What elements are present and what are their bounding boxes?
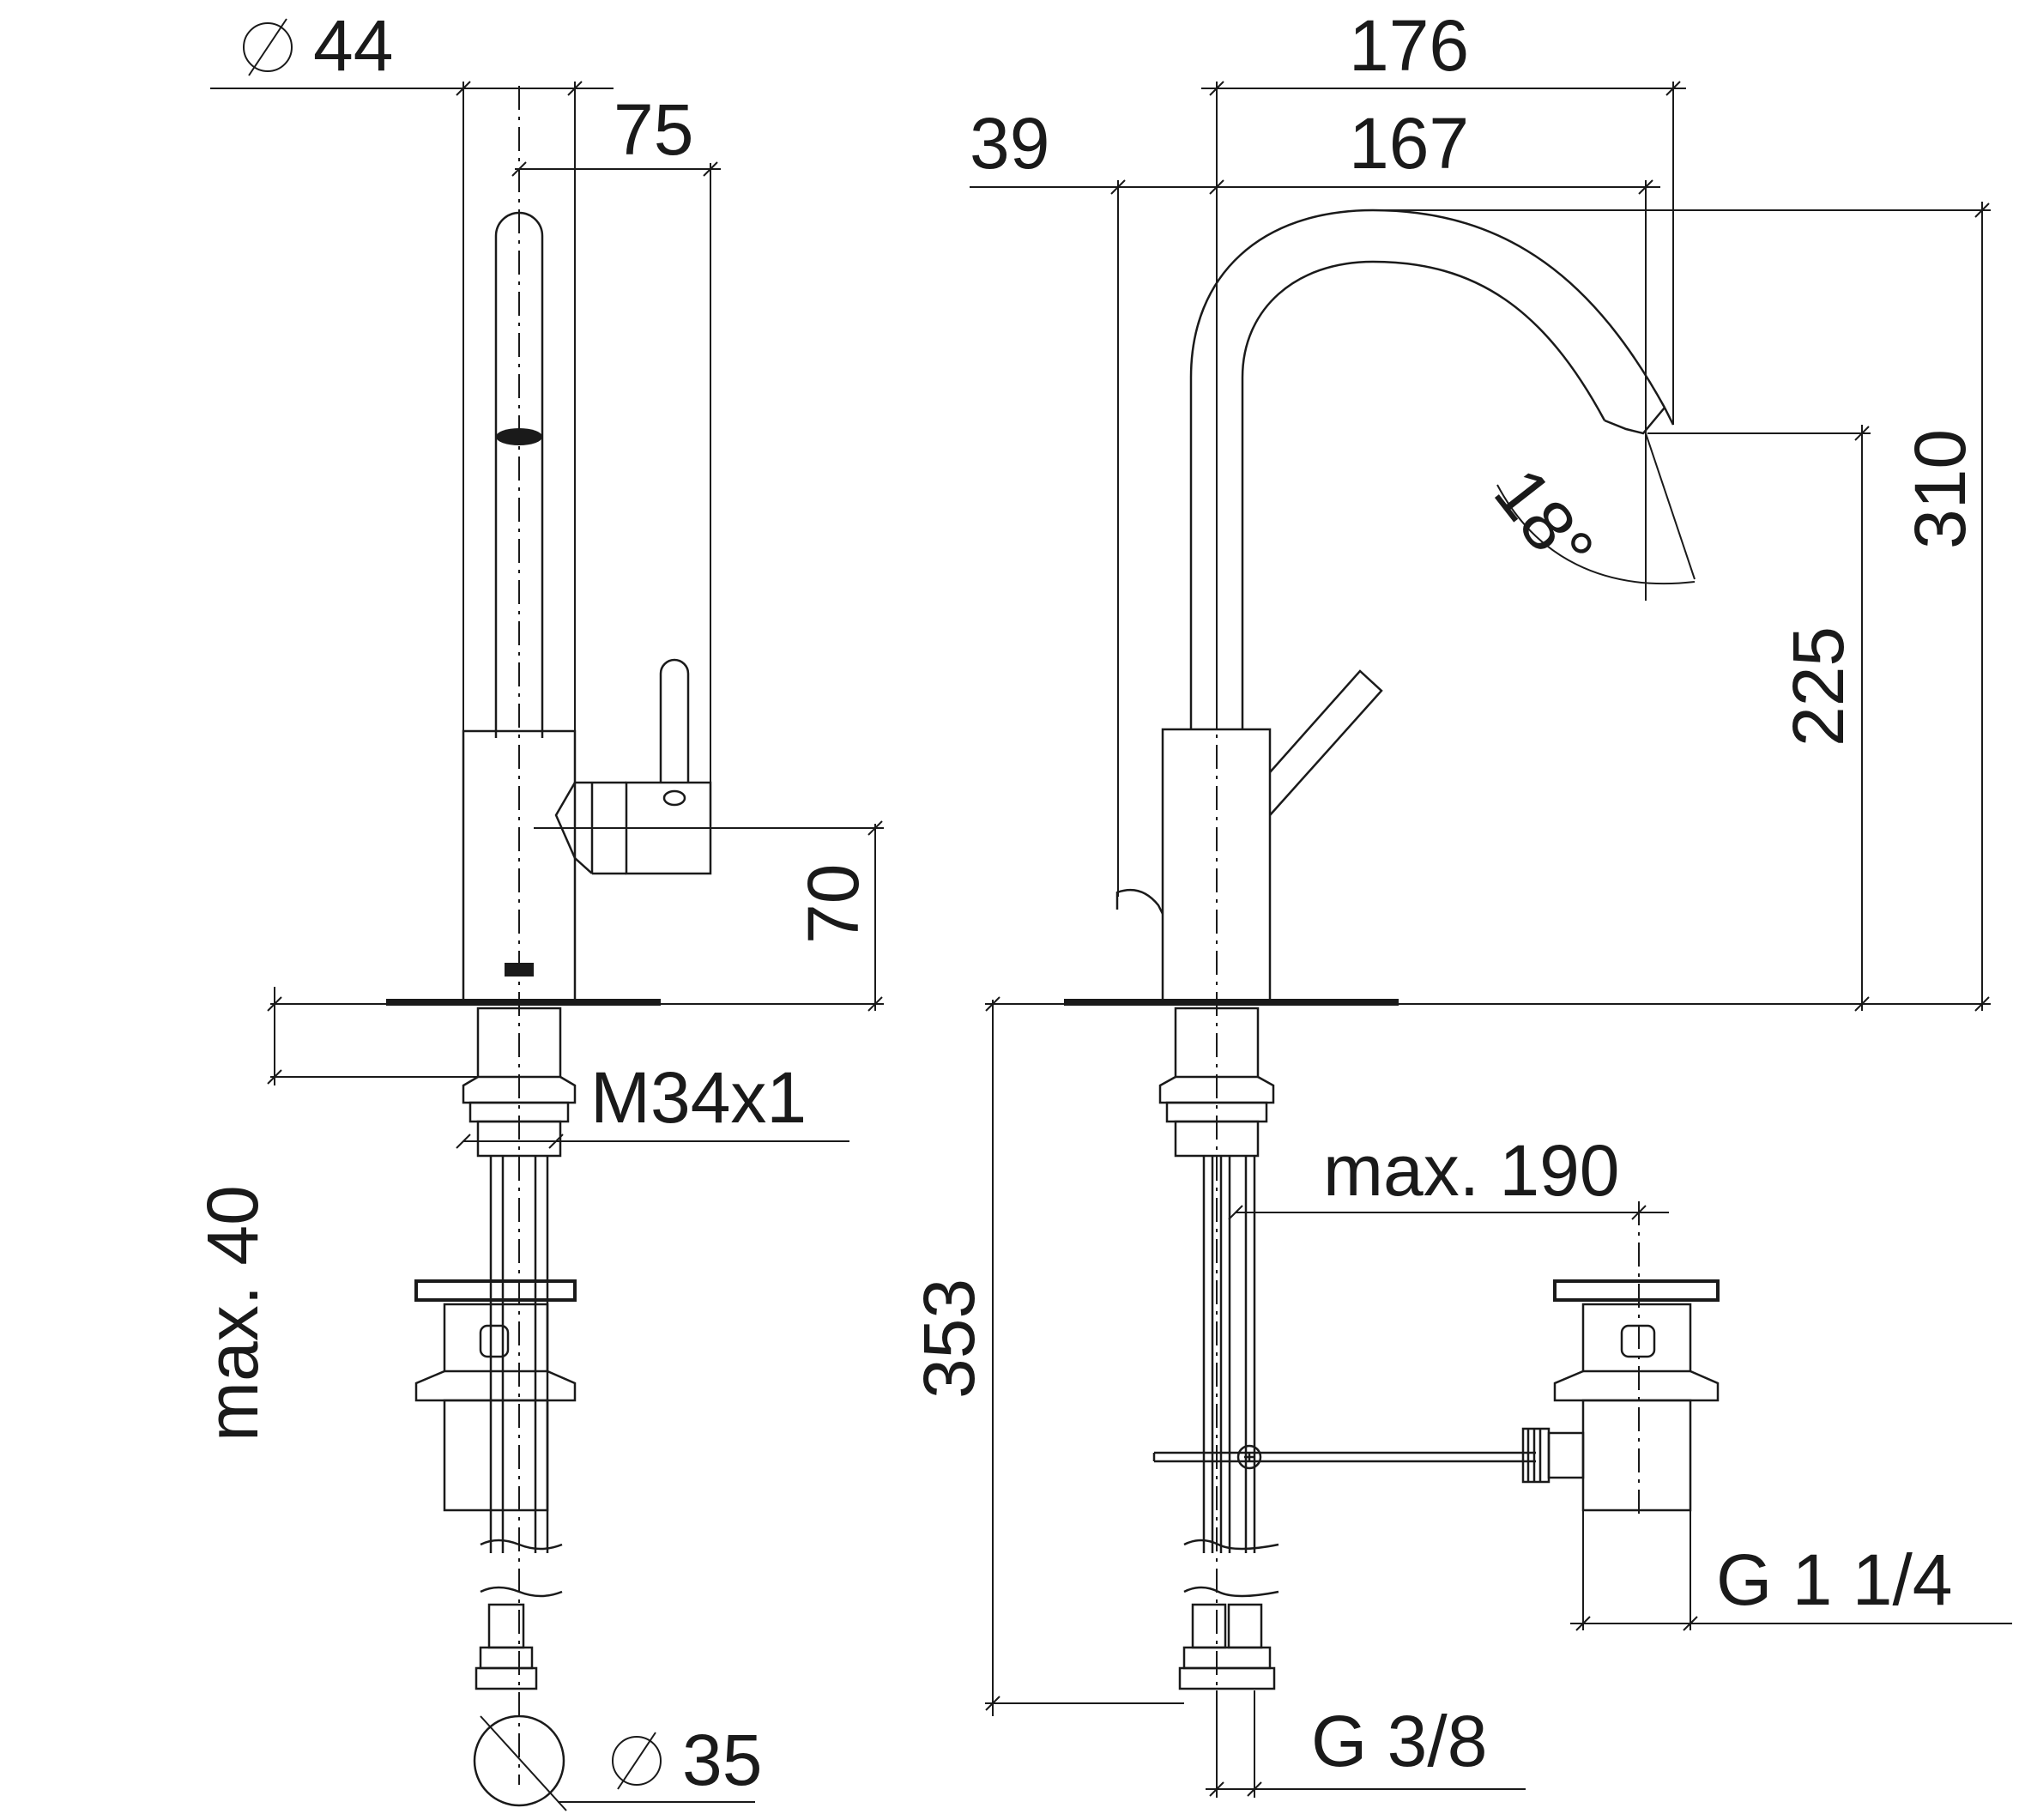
diameter-35-symbol bbox=[612, 1736, 662, 1786]
dim-max40-label: max. 40 bbox=[192, 1185, 273, 1442]
side-break-1 bbox=[1183, 1539, 1279, 1551]
dim-353-label: 353 bbox=[909, 1279, 989, 1399]
dim-75-tick-r bbox=[703, 161, 718, 177]
dim-75-tick-l bbox=[511, 161, 527, 177]
dim-m34-tick-l bbox=[456, 1134, 471, 1149]
side-connector-nut-2 bbox=[1178, 1666, 1276, 1690]
side-view: 18° bbox=[1064, 86, 1720, 1785]
side-connector-b bbox=[1227, 1603, 1263, 1649]
dim-g38-label: G 3/8 bbox=[1311, 1701, 1487, 1781]
dim-44-tick-l bbox=[456, 81, 471, 96]
dim-g38-tick-r bbox=[1247, 1781, 1262, 1797]
front-shank bbox=[476, 1007, 562, 1079]
dim-35-label: 35 bbox=[682, 1720, 762, 1800]
front-connector-nut-2 bbox=[475, 1666, 538, 1690]
dim-44-label: 44 bbox=[313, 5, 393, 86]
dim-35-diag bbox=[480, 1715, 567, 1811]
front-lever-handle bbox=[659, 658, 690, 783]
dim-70-tick-t bbox=[867, 820, 883, 836]
side-waste-cap bbox=[1553, 1279, 1720, 1302]
side-connector-nut bbox=[1182, 1646, 1272, 1670]
dim-167-label: 167 bbox=[1349, 103, 1469, 184]
dim-310-tick-t bbox=[1974, 203, 1990, 218]
dim-m34-label: M34x1 bbox=[590, 1057, 807, 1138]
dim-190-tick-l bbox=[1228, 1205, 1243, 1220]
side-spout-inner bbox=[1241, 260, 1606, 729]
dim-190-label: max. 190 bbox=[1323, 1130, 1620, 1211]
dim-g38-tick-l bbox=[1209, 1781, 1224, 1797]
dim-225-tick-t bbox=[1854, 426, 1870, 441]
front-hole-circle bbox=[473, 1714, 565, 1807]
front-break-2 bbox=[480, 1586, 563, 1598]
dim-176-tick-r bbox=[1665, 81, 1681, 96]
side-view-dimensions: 176 39 167 310 225 353 max. 19 bbox=[909, 5, 2012, 1798]
front-waste-slot bbox=[479, 1324, 510, 1358]
dim-176-label: 176 bbox=[1349, 5, 1469, 86]
front-waste-body-top bbox=[443, 1303, 549, 1373]
dim-167-tick-r bbox=[1638, 179, 1653, 195]
front-waste-flange bbox=[414, 1370, 577, 1402]
angle-arc bbox=[1496, 484, 1696, 585]
dim-190-tick-r bbox=[1631, 1205, 1647, 1220]
diameter-44-symbol bbox=[243, 22, 293, 72]
side-spout-tip-edge bbox=[1663, 407, 1675, 426]
diameter-44-slash bbox=[248, 18, 287, 76]
dim-39-label: 39 bbox=[970, 103, 1049, 184]
side-shank bbox=[1174, 1007, 1260, 1079]
side-rod-clamp bbox=[1236, 1444, 1262, 1470]
dim-g114-tick-r bbox=[1683, 1616, 1698, 1631]
side-lever bbox=[1269, 669, 1383, 816]
dim-39-tick bbox=[1110, 179, 1126, 195]
dim-167-tick-l bbox=[1209, 179, 1224, 195]
side-waste-body bbox=[1581, 1399, 1692, 1512]
front-nut-lower bbox=[476, 1120, 562, 1158]
side-popup-knob bbox=[1115, 888, 1164, 915]
dim-44-tick-r bbox=[567, 81, 583, 96]
front-logo-mark bbox=[505, 963, 534, 977]
front-lever-hub bbox=[554, 781, 593, 874]
side-pivot-sleeve bbox=[1547, 1431, 1585, 1479]
side-waste-body-top bbox=[1581, 1303, 1692, 1373]
dim-225-label: 225 bbox=[1778, 626, 1859, 747]
front-view bbox=[386, 86, 712, 1807]
side-connector-a bbox=[1191, 1603, 1227, 1649]
dim-g114-label: G 1 1/4 bbox=[1716, 1539, 1953, 1620]
front-connector-nut bbox=[479, 1646, 534, 1670]
side-spout-outer bbox=[1189, 209, 1666, 729]
diameter-35-slash bbox=[617, 1732, 656, 1790]
front-spout-tube bbox=[494, 211, 544, 738]
front-lever-pin bbox=[662, 789, 686, 807]
dim-70-label: 70 bbox=[793, 864, 873, 944]
front-waste-cap bbox=[414, 1279, 577, 1302]
angle-18-label: 18° bbox=[1479, 453, 1610, 589]
dim-176-tick-l bbox=[1209, 81, 1224, 96]
front-view-dimensions: 44 75 70 max. 40 M34x1 35 bbox=[192, 5, 884, 1811]
side-spout-tip bbox=[1604, 407, 1665, 435]
angle-line bbox=[1645, 432, 1696, 580]
front-waste-body bbox=[443, 1399, 549, 1512]
dim-max40-tick-t bbox=[267, 996, 282, 1012]
front-break-1 bbox=[480, 1539, 563, 1551]
side-nut-lower bbox=[1174, 1120, 1260, 1158]
dim-m34-tick-r bbox=[548, 1134, 564, 1149]
side-pivot-nut bbox=[1521, 1427, 1551, 1484]
dim-353-tick-t bbox=[985, 996, 1000, 1012]
front-aerator-mark bbox=[496, 428, 542, 445]
side-waste-flange bbox=[1553, 1370, 1720, 1402]
side-break-2 bbox=[1183, 1586, 1279, 1598]
dim-310-label: 310 bbox=[1900, 429, 1980, 549]
dim-75-label: 75 bbox=[614, 89, 693, 170]
dim-g114-tick-l bbox=[1575, 1616, 1591, 1631]
